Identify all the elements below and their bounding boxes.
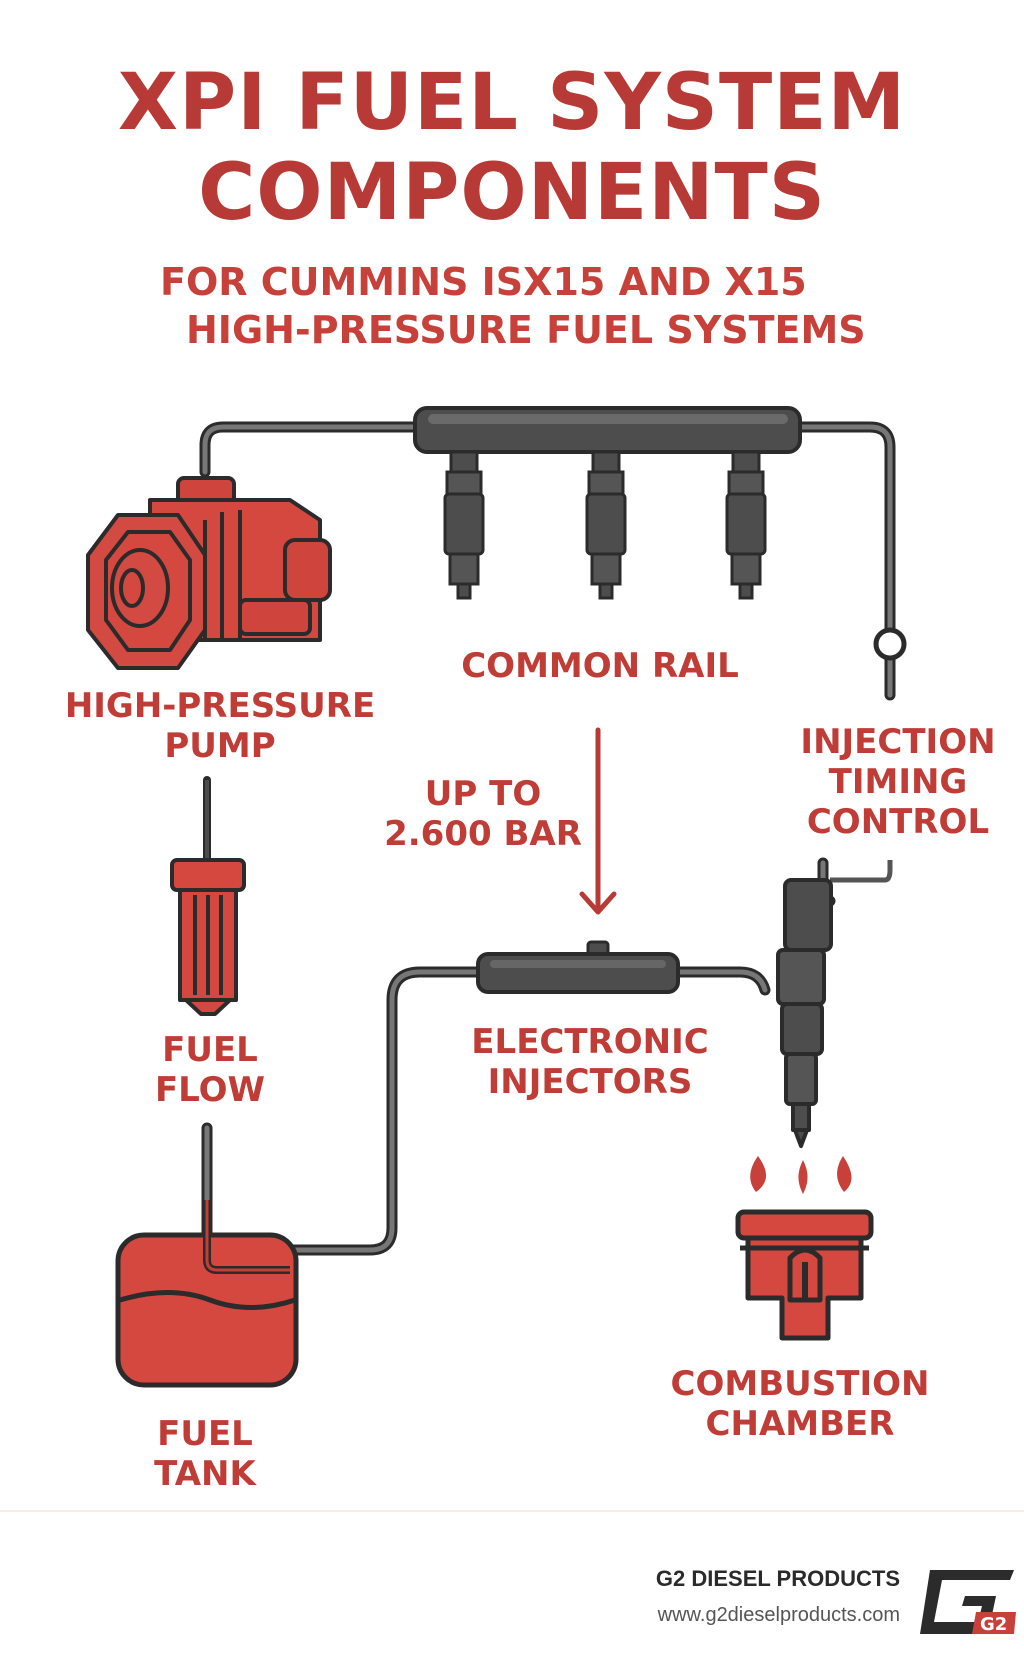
label-pressure: UP TO 2.600 BAR xyxy=(378,774,588,854)
label-injectors-line-2: INJECTORS xyxy=(487,1062,693,1102)
brand-url: www.g2dieselproducts.com xyxy=(657,1604,900,1626)
timing-line xyxy=(830,860,893,883)
arrow-down-icon xyxy=(579,727,617,915)
label-combustion-chamber: COMBUSTION CHAMBER xyxy=(640,1364,960,1444)
fuel-tank-icon xyxy=(115,1200,299,1388)
filter-icon xyxy=(170,858,246,1016)
label-electronic-injectors: ELECTRONIC INJECTORS xyxy=(440,1022,740,1102)
electronic-injector-icon xyxy=(476,940,680,994)
label-pump-line-2: PUMP xyxy=(164,726,276,766)
pump-icon xyxy=(86,476,332,670)
subtitle-line-2: HIGH-PRESSURE FUEL SYSTEMS xyxy=(186,308,866,352)
label-injection-timing-control: INJECTION TIMING CONTROL xyxy=(768,722,1024,842)
label-tank-line-2: TANK xyxy=(154,1454,256,1494)
injector-icon xyxy=(776,878,833,1148)
label-timing-line-3: CONTROL xyxy=(806,802,990,842)
flame-icon xyxy=(750,1156,852,1194)
title-line-2: COMPONENTS xyxy=(198,148,826,238)
label-timing-line-1: INJECTION xyxy=(800,722,996,762)
common-rail-icon xyxy=(413,406,802,454)
label-chamber-line-1: COMBUSTION xyxy=(670,1364,930,1404)
sensor-icon xyxy=(873,627,907,661)
logo-text: G2 xyxy=(980,1614,1007,1635)
title-line-1: XPI FUEL SYSTEM xyxy=(117,58,907,148)
logo-accent-shape xyxy=(972,1612,1016,1634)
injector-icon xyxy=(585,450,627,600)
label-pressure-line-2: 2.600 BAR xyxy=(384,814,582,854)
label-injectors-line-1: ELECTRONIC xyxy=(471,1022,709,1062)
injector-icon xyxy=(443,450,485,600)
label-tank-line-1: FUEL xyxy=(157,1414,253,1454)
injector-icon xyxy=(725,450,767,600)
brand-logo: G2 xyxy=(920,1570,1016,1635)
label-high-pressure-pump: HIGH-PRESSURE PUMP xyxy=(50,686,390,766)
brand-name: G2 DIESEL PRODUCTS xyxy=(655,1566,900,1591)
footer-divider xyxy=(0,1510,1024,1512)
label-common-rail: COMMON RAIL xyxy=(461,646,739,686)
label-timing-line-2: TIMING xyxy=(828,762,968,802)
fuel-system-diagram xyxy=(86,406,907,1388)
label-flow-line-2: FLOW xyxy=(154,1070,266,1110)
label-pressure-line-1: UP TO xyxy=(424,774,542,814)
label-flow-line-1: FUEL xyxy=(162,1030,258,1070)
label-pump-line-1: HIGH-PRESSURE xyxy=(64,686,376,726)
rail-injector-icons xyxy=(443,450,767,600)
label-chamber-line-2: CHAMBER xyxy=(705,1404,895,1444)
page-title: XPI FUEL SYSTEM COMPONENTS xyxy=(0,58,1024,238)
label-fuel-tank: FUEL TANK xyxy=(105,1414,305,1494)
label-fuel-flow: FUEL FLOW xyxy=(110,1030,310,1110)
piston-icon xyxy=(735,1209,874,1341)
subtitle-line-1: FOR CUMMINS ISX15 AND X15 xyxy=(160,260,807,304)
